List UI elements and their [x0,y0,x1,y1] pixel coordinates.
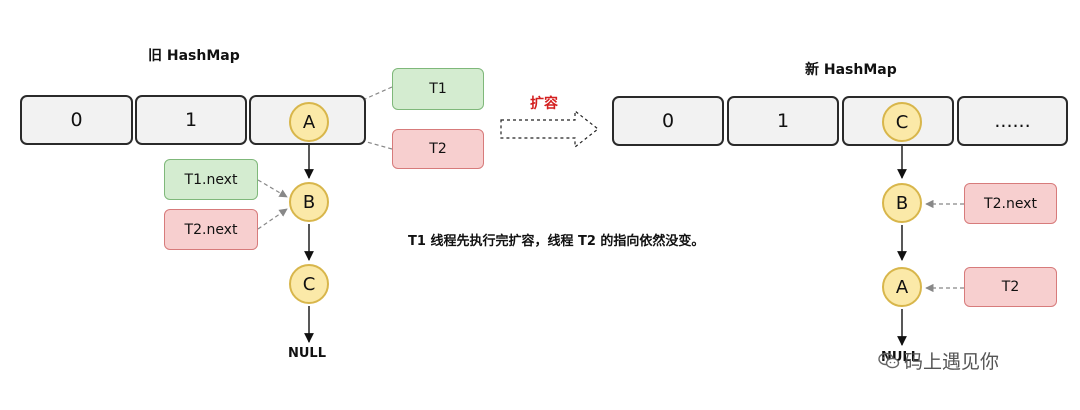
old-node-a: A [289,102,329,142]
old-map-title: 旧 HashMap [148,48,240,64]
old-null-label: NULL [288,346,327,361]
resize-arrow [500,109,599,149]
new-node-b: B [882,183,922,223]
old-bucket-1: 1 [135,95,247,145]
explanation-note: T1 线程先执行完扩容，线程 T2 的指向依然没变。 [408,234,705,249]
new-pointer-t2-next: T2.next [964,183,1057,224]
new-bucket-1: 1 [727,96,839,146]
old-bucket-0: 0 [20,95,133,145]
watermark-text: 码上遇见你 [904,351,1000,373]
new-node-c: C [882,102,922,142]
new-bucket-0: 0 [612,96,724,146]
old-node-b: B [289,182,329,222]
old-arrow-t2-next [257,208,288,230]
watermark: 码上遇见你 [878,347,999,374]
new-bucket-3: ...... [957,96,1068,146]
old-pointer-t2-next: T2.next [164,209,258,250]
wechat-icon [878,352,900,368]
new-pointer-t2: T2 [964,267,1057,307]
old-arrow-t1-next [257,179,288,198]
old-pointer-t1: T1 [392,68,484,110]
new-node-a: A [882,267,922,307]
resize-label: 扩容 [530,96,558,112]
old-pointer-t2: T2 [392,129,484,169]
old-node-c: C [289,264,329,304]
new-map-title: 新 HashMap [805,62,897,78]
old-pointer-t1-next: T1.next [164,159,258,200]
